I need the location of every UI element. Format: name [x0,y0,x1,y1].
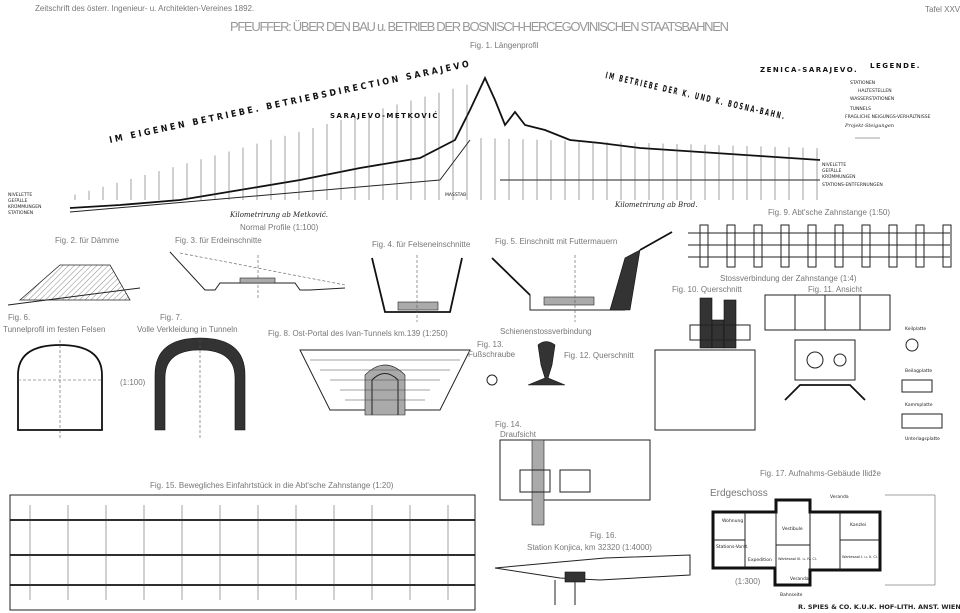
row-label: KRÜMMUNGEN [8,203,42,210]
sleeper [861,224,871,268]
fig6-num: Fig. 6. [8,313,30,322]
earth-cut [169,251,346,291]
sleeper [888,224,898,268]
rail-joint-label: Schienenstossverbindung [500,327,592,336]
sleeper [942,224,952,268]
room-label: Bahnseite [780,592,803,598]
fig16-label: Station Konjica, km 32320 (1:4000) [527,543,652,552]
fig17-label: Fig. 17. Aufnahms-Gebäude Ilidže [760,469,882,478]
tunnel-lining [154,337,246,431]
legend-item: STATIONEN [850,80,875,86]
legend: LEGENDE. STATIONEN HALTESTELLEN WASSERST… [844,62,931,139]
floor-plan: Wohnung Stations-Vorst. Expedition Vesti… [711,494,936,598]
sleeper [780,224,790,268]
fig12-label: Fig. 12. Querschnitt [564,351,635,360]
km-left: Kilometrirung ab Metković. [229,211,328,219]
fig14-label: Draufsicht [500,430,537,439]
legend-item: TUNNELS [849,106,871,112]
retaining-wall [609,249,641,311]
section-left: SARAJEVO-METKOVIĆ [330,111,439,120]
fig11-label: Fig. 11. Ansicht [808,285,863,294]
sleeper [753,224,763,268]
fig7-num: Fig. 7. [160,313,182,322]
part-label: Kammplatte [905,402,933,408]
gradient-line [69,75,821,209]
row-label: STATIONEN [8,210,33,216]
rack-joint-label: Stossverbindung der Zahnstange (1:4) [720,274,857,283]
fig13-label: Fußschraube [468,350,516,359]
sleeper [699,224,709,268]
scale-label: MASSTAB [445,192,466,198]
fig10-label: Fig. 10. Querschnitt [672,285,743,294]
legend-note: Projekt-Steigungen [844,123,894,129]
fig4-label: Fig. 4. für Felseneinschnitte [372,240,471,249]
room-label: Stations-Vorst. [716,544,749,550]
fig13-num: Fig. 13. [477,340,504,349]
row-label: NIVELETTE [8,192,32,198]
longitudinal-profile: IM EIGENEN BETRIEBE. BETRIEBSDIRECTION S… [8,59,883,219]
rock-cut [371,257,463,313]
band-left: IM EIGENEN BETRIEBE. BETRIEBSDIRECTION S… [109,59,473,146]
room-label: Wohnung [722,518,743,524]
plate-title: PFEUFFER: ÜBER DEN BAU u. BETRIEB DER BO… [230,19,730,34]
row-label: NIVELETTE [822,162,846,168]
legend-item: HALTESTELLEN [858,88,892,94]
normal-profile-label: Normal Profile (1:100) [240,223,319,232]
fig5-label: Fig. 5. Einschnitt mit Futtermauern [495,237,617,246]
room-label: Vestibule [782,526,803,532]
tunnel-portal [299,349,471,411]
rack-base [784,384,866,401]
sleeper [834,224,844,268]
sleeper [807,224,817,268]
fig16-num: Fig. 16. [590,531,617,540]
floor-label: Erdgeschoss [710,488,768,499]
room-label: Wartesaal III. u. IV. Cl. [778,557,817,561]
band-right: IM BETRIEBE DER K. UND K. BOSNA-BAHN. [604,71,787,122]
entry-piece-drawing [9,494,476,611]
embankment [18,264,131,301]
row-label: GEFÄLLE [8,197,28,204]
station-plan [494,554,691,581]
fig9-label: Fig. 9. Abt'sche Zahnstange (1:50) [768,208,890,217]
part-label: Keilplatte [905,326,926,332]
room-label: Veranda [790,576,809,582]
sleeper [726,224,736,268]
fig14-num: Fig. 14. [495,420,522,429]
km-right: Kilometrirung ab Brod. [614,201,697,209]
rail-section [527,341,566,386]
fig15-label: Fig. 15. Bewegliches Einfahrtstück in di… [150,481,394,490]
fig8-label: Fig. 8. Ost-Portal des Ivan-Tunnels km.1… [268,329,448,338]
fig17-scale: (1:300) [735,577,761,586]
room-label: Kanzlei [850,522,866,528]
row-label: STATIONS-ENTFERNUNGEN [822,182,883,188]
part-label: Unterlagsplatte [905,436,940,442]
fig6-label: Tunnelprofil im festen Felsen [3,325,105,334]
row-label: GEFÄLLE [822,167,842,174]
plate-number: Tafel XXVI. [925,5,960,14]
printer-imprint: R. SPIES & CO. K.U.K. HOF-LITH. ANST. WI… [798,603,960,611]
fig2-label: Fig. 2. für Dämme [55,236,120,245]
fig3-label: Fig. 3. für Erdeinschnitte [175,236,262,245]
section-right: ZENICA-SARAJEVO. [760,66,858,74]
sleeper [915,224,925,268]
room-label: Veranda [830,494,849,500]
journal-header: Zeitschrift des österr. Ingenieur- u. Ar… [35,4,254,13]
row-label: KRÜMMUNGEN [822,173,856,180]
fig6-scale: (1:100) [120,378,146,387]
fig1-label: Fig. 1. Längenprofil [470,41,539,50]
room-label: Wartesaal I. u. II. Cl. [842,555,878,559]
part-label: Beilagplatte [905,368,932,374]
legend-item: FRAGLICHE NEIGUNGS-VERHÄLTNISSE [845,113,931,120]
room-label: Expedition [748,557,772,563]
legend-item: WASSERSTATIONEN [850,96,894,102]
fig7-label: Volle Verkleidung in Tunneln [137,325,238,334]
legend-title: LEGENDE. [870,62,921,70]
